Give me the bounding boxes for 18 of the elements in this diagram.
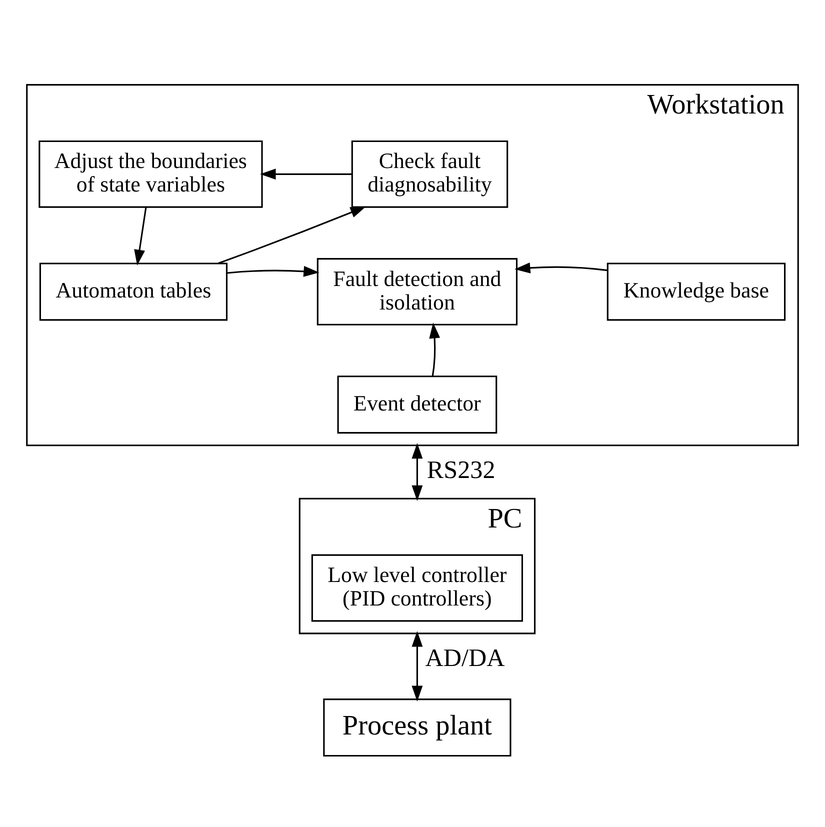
node-box: Check fault diagnosability	[351, 140, 508, 208]
arrow	[429, 322, 440, 376]
arrow	[260, 168, 352, 180]
arrow	[412, 630, 423, 701]
node-box: Adjust the boundaries of state variables	[38, 140, 263, 208]
node-box: Low level controller (PID controllers)	[311, 554, 524, 622]
edge-label: RS232	[426, 456, 496, 484]
node-box: Knowledge base	[606, 262, 786, 320]
arrow	[514, 262, 608, 273]
node-box: Automaton tables	[39, 262, 228, 320]
node-box: Event detector	[337, 375, 498, 434]
edge-label: AD/DA	[425, 644, 505, 672]
arrow	[412, 442, 423, 501]
arrow	[227, 265, 320, 276]
node-box: Fault detection and isolation	[316, 258, 518, 325]
arrow	[218, 206, 366, 264]
arrow	[134, 206, 147, 265]
node-box: Process plant	[323, 698, 512, 756]
